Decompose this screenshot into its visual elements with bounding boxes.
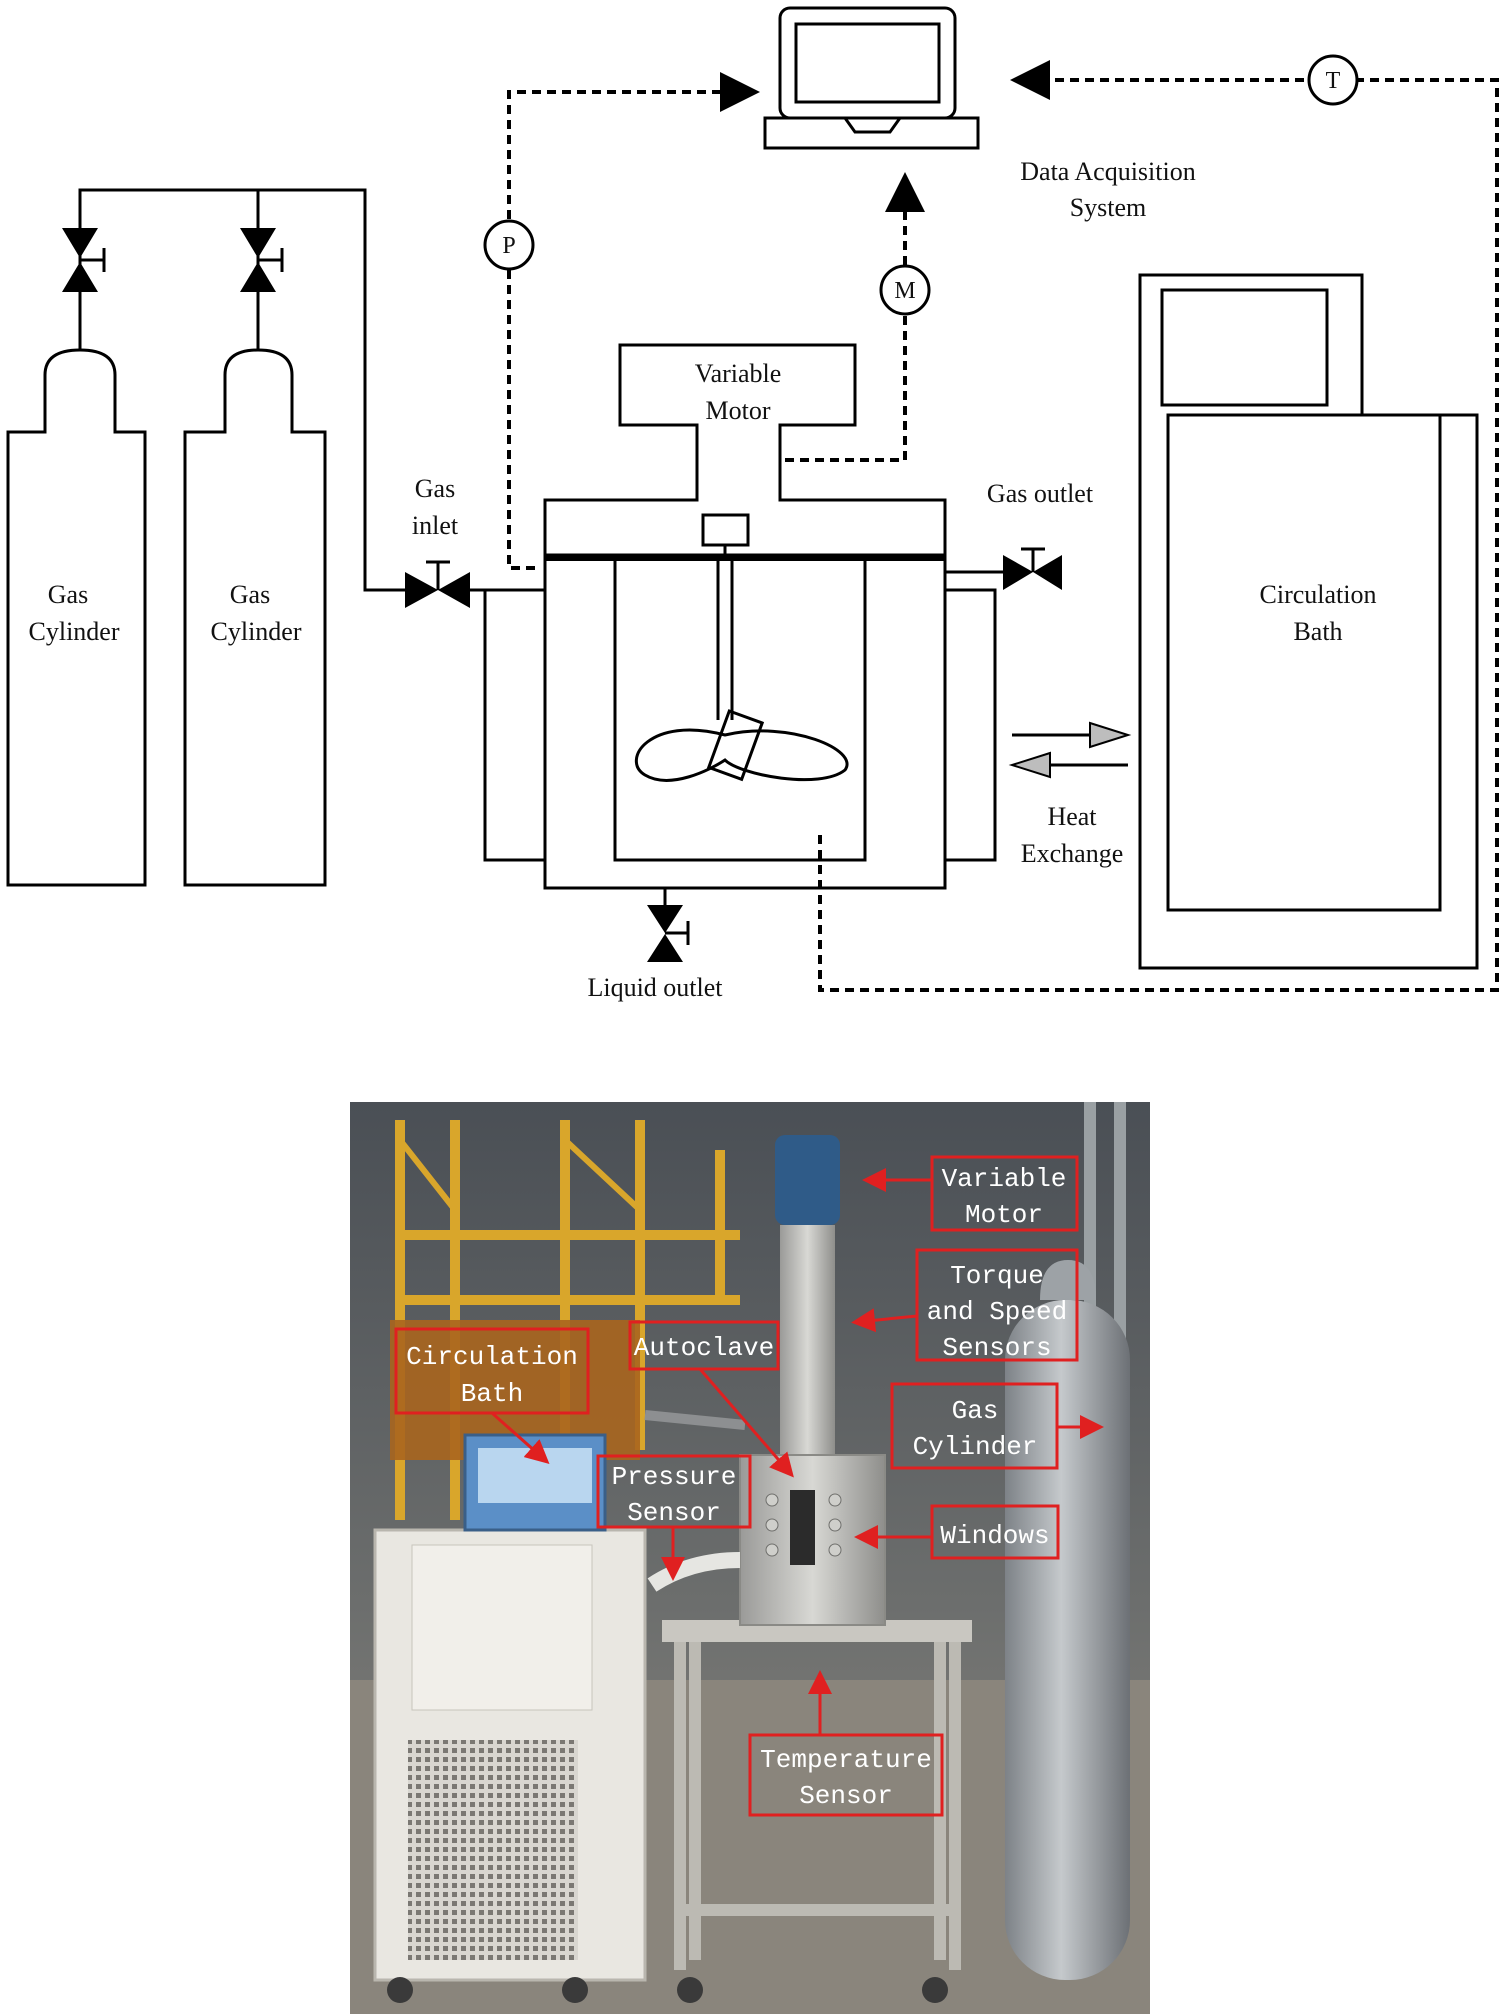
pressure-sensor-icon: P bbox=[483, 219, 535, 271]
gas-cylinder-1-label-a: Gas bbox=[48, 580, 88, 609]
variable-motor: Variable Motor bbox=[543, 343, 947, 557]
svg-text:M: M bbox=[894, 278, 915, 304]
callout-variable-motor-1: Variable bbox=[942, 1164, 1067, 1194]
heat-exchange-label-2: Exchange bbox=[1021, 839, 1124, 868]
variable-motor-label-1: Variable bbox=[695, 359, 782, 388]
pressure-signal-line bbox=[507, 72, 760, 570]
callout-torque-2: and Speed bbox=[927, 1297, 1067, 1327]
circulation-bath: Circulation Bath bbox=[1138, 273, 1479, 970]
motor-signal-line bbox=[785, 172, 925, 462]
callout-pressure-sensor-2: Sensor bbox=[627, 1498, 721, 1528]
variable-motor-label-2: Motor bbox=[706, 396, 771, 425]
gas-outlet-valve-icon bbox=[1003, 547, 1062, 590]
callout-circulation-bath-2: Bath bbox=[461, 1379, 523, 1409]
liquid-outlet-label: Liquid outlet bbox=[587, 973, 723, 1002]
photo-scene bbox=[350, 1102, 1150, 2014]
cylinder-valve-1-icon bbox=[62, 228, 106, 292]
data-acquisition-label-2: System bbox=[1070, 193, 1147, 222]
callout-variable-motor-2: Motor bbox=[965, 1200, 1043, 1230]
cylinder-valve-2-icon bbox=[240, 228, 284, 292]
callout-gas-cylinder-1: Gas bbox=[952, 1396, 999, 1426]
circulation-bath-label-1: Circulation bbox=[1260, 580, 1377, 609]
laptop-icon bbox=[763, 6, 980, 150]
gas-cylinder-2-label-a: Gas bbox=[230, 580, 270, 609]
temperature-signal-line bbox=[818, 60, 1499, 992]
callout-boxes bbox=[394, 1155, 1079, 1817]
autoclave-vessel bbox=[483, 513, 997, 890]
callout-autoclave: Autoclave bbox=[634, 1333, 774, 1363]
temperature-sensor-icon: T bbox=[1307, 54, 1359, 106]
callout-torque-1: Torque bbox=[950, 1261, 1044, 1291]
callout-temperature-sensor-1: Temperature bbox=[760, 1745, 932, 1775]
liquid-outlet-valve-icon bbox=[647, 905, 690, 962]
data-acquisition-label-1: Data Acquisition bbox=[1020, 157, 1195, 186]
gas-manifold-pipe bbox=[78, 188, 405, 592]
callout-gas-cylinder-2: Cylinder bbox=[913, 1432, 1038, 1462]
gas-inlet-label-2: inlet bbox=[412, 511, 459, 540]
gas-cylinder-1: Gas Cylinder bbox=[6, 348, 147, 887]
callout-temperature-sensor-2: Sensor bbox=[799, 1781, 893, 1811]
motor-sensor-icon: M bbox=[879, 264, 931, 316]
gas-cylinder-1-label-b: Cylinder bbox=[29, 617, 120, 646]
callout-windows: Windows bbox=[940, 1521, 1049, 1551]
callout-circulation-bath-1: Circulation bbox=[406, 1342, 578, 1372]
gas-cylinder-2-label-b: Cylinder bbox=[211, 617, 302, 646]
svg-text:T: T bbox=[1326, 68, 1341, 94]
heat-exchange-arrows-icon bbox=[1008, 721, 1132, 779]
gas-outlet-label: Gas outlet bbox=[987, 479, 1094, 508]
heat-exchange-label-1: Heat bbox=[1047, 802, 1097, 831]
callout-torque-3: Sensors bbox=[942, 1333, 1051, 1363]
schematic-diagram: Data Acquisition System P M T Gas Cylind… bbox=[6, 6, 1499, 1002]
circulation-bath-label-2: Bath bbox=[1293, 617, 1342, 646]
svg-text:P: P bbox=[502, 233, 515, 259]
gas-cylinder-2: Gas Cylinder bbox=[183, 348, 327, 887]
gas-inlet-label-1: Gas bbox=[415, 474, 455, 503]
gas-inlet-valve-icon bbox=[405, 560, 470, 608]
callout-pressure-sensor-1: Pressure bbox=[612, 1462, 737, 1492]
callout-arrows bbox=[491, 1168, 1104, 1735]
